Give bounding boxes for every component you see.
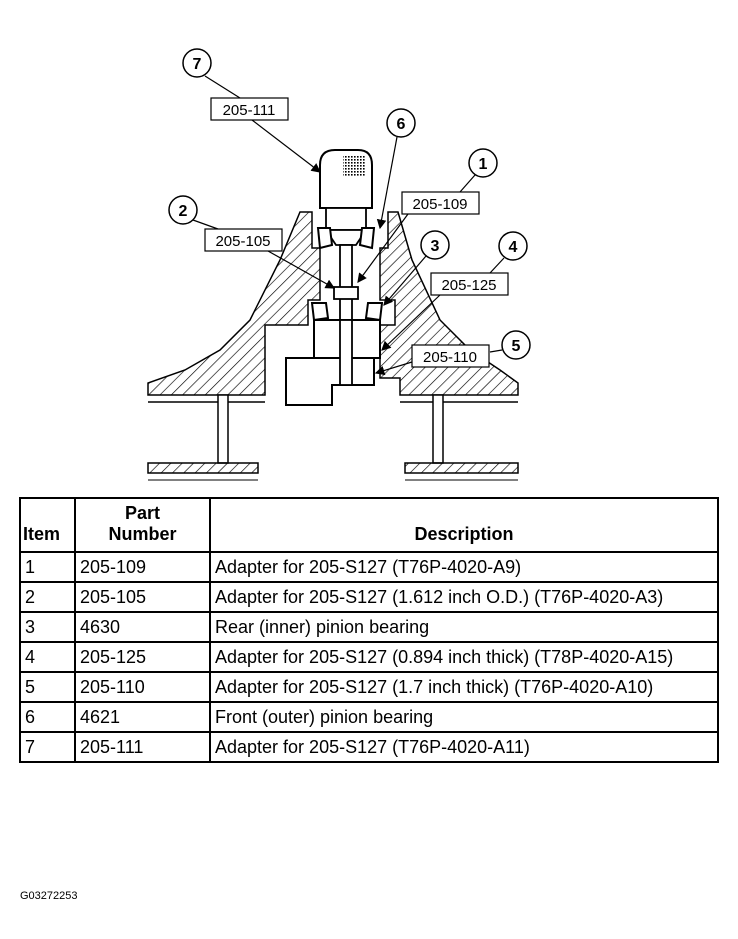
installer-tool-assembly (285, 149, 384, 406)
cell-item: 7 (19, 731, 76, 763)
tool-installation-diagram: 7 205-111 6 1 205-109 2 205-105 3 4 (147, 48, 531, 481)
callout-number: 3 (431, 238, 440, 255)
cell-item: 3 (19, 611, 76, 643)
cell-item: 1 (19, 551, 76, 583)
callout-number: 6 (397, 116, 406, 133)
cell-item: 5 (19, 671, 76, 703)
callout-item-4: 4 205-125 (381, 231, 528, 351)
callout-part-number: 205-109 (412, 196, 467, 213)
table-row: 5 205-110 Adapter for 205-S127 (1.7 inch… (19, 671, 719, 703)
cell-description: Adapter for 205-S127 (1.7 inch thick) (T… (209, 671, 719, 703)
table-header-row: Item Part Number Description (19, 497, 719, 553)
callout-number: 1 (479, 156, 488, 173)
callout-part-number: 205-105 (215, 233, 270, 250)
header-part-line1: Part (124, 503, 160, 523)
callout-number: 2 (179, 203, 188, 220)
cell-description: Adapter for 205-S127 (1.612 inch O.D.) (… (209, 581, 719, 613)
figure-id: G03272253 (20, 890, 78, 902)
callout-item-3: 3 (383, 230, 450, 306)
cell-item: 6 (19, 701, 76, 733)
callout-item-2: 2 205-105 (168, 195, 336, 289)
callout-item-7: 7 205-111 (182, 48, 321, 173)
callout-item-5: 5 205-110 (374, 330, 531, 376)
cell-item: 4 (19, 641, 76, 673)
table-row: 7 205-111 Adapter for 205-S127 (T76P-402… (19, 731, 719, 763)
callout-part-number: 205-110 (423, 349, 477, 366)
cell-description: Adapter for 205-S127 (T76P-4020-A9) (209, 551, 719, 583)
cell-part: 4630 (74, 611, 211, 643)
header-part-line2: Number (108, 524, 177, 544)
table-row: 6 4621 Front (outer) pinion bearing (19, 701, 719, 733)
cell-description: Adapter for 205-S127 (T76P-4020-A11) (209, 731, 719, 763)
cell-part: 205-110 (74, 671, 211, 703)
cell-part: 205-111 (74, 731, 211, 763)
callout-number: 7 (193, 56, 202, 73)
header-item: Item (19, 497, 76, 553)
callout-number: 4 (509, 239, 518, 256)
callout-item-1: 1 205-109 (357, 148, 498, 283)
table-row: 2 205-105 Adapter for 205-S127 (1.612 in… (19, 581, 719, 613)
callout-number: 5 (512, 338, 521, 355)
cell-part: 205-125 (74, 641, 211, 673)
cell-part: 205-109 (74, 551, 211, 583)
cell-description: Adapter for 205-S127 (0.894 inch thick) … (209, 641, 719, 673)
parts-table: Item Part Number Description 1 205-109 A… (19, 497, 719, 763)
cell-description: Front (outer) pinion bearing (209, 701, 719, 733)
callout-part-number: 205-125 (441, 277, 496, 294)
table-row: 4 205-125 Adapter for 205-S127 (0.894 in… (19, 641, 719, 673)
cell-item: 2 (19, 581, 76, 613)
table-row: 3 4630 Rear (inner) pinion bearing (19, 611, 719, 643)
table-row: 1 205-109 Adapter for 205-S127 (T76P-402… (19, 551, 719, 583)
header-part-number: Part Number (74, 497, 211, 553)
cell-description: Rear (inner) pinion bearing (209, 611, 719, 643)
header-description: Description (209, 497, 719, 553)
callout-item-6: 6 (376, 108, 416, 230)
callout-part-number: 205-111 (223, 102, 276, 119)
cell-part: 4621 (74, 701, 211, 733)
cell-part: 205-105 (74, 581, 211, 613)
